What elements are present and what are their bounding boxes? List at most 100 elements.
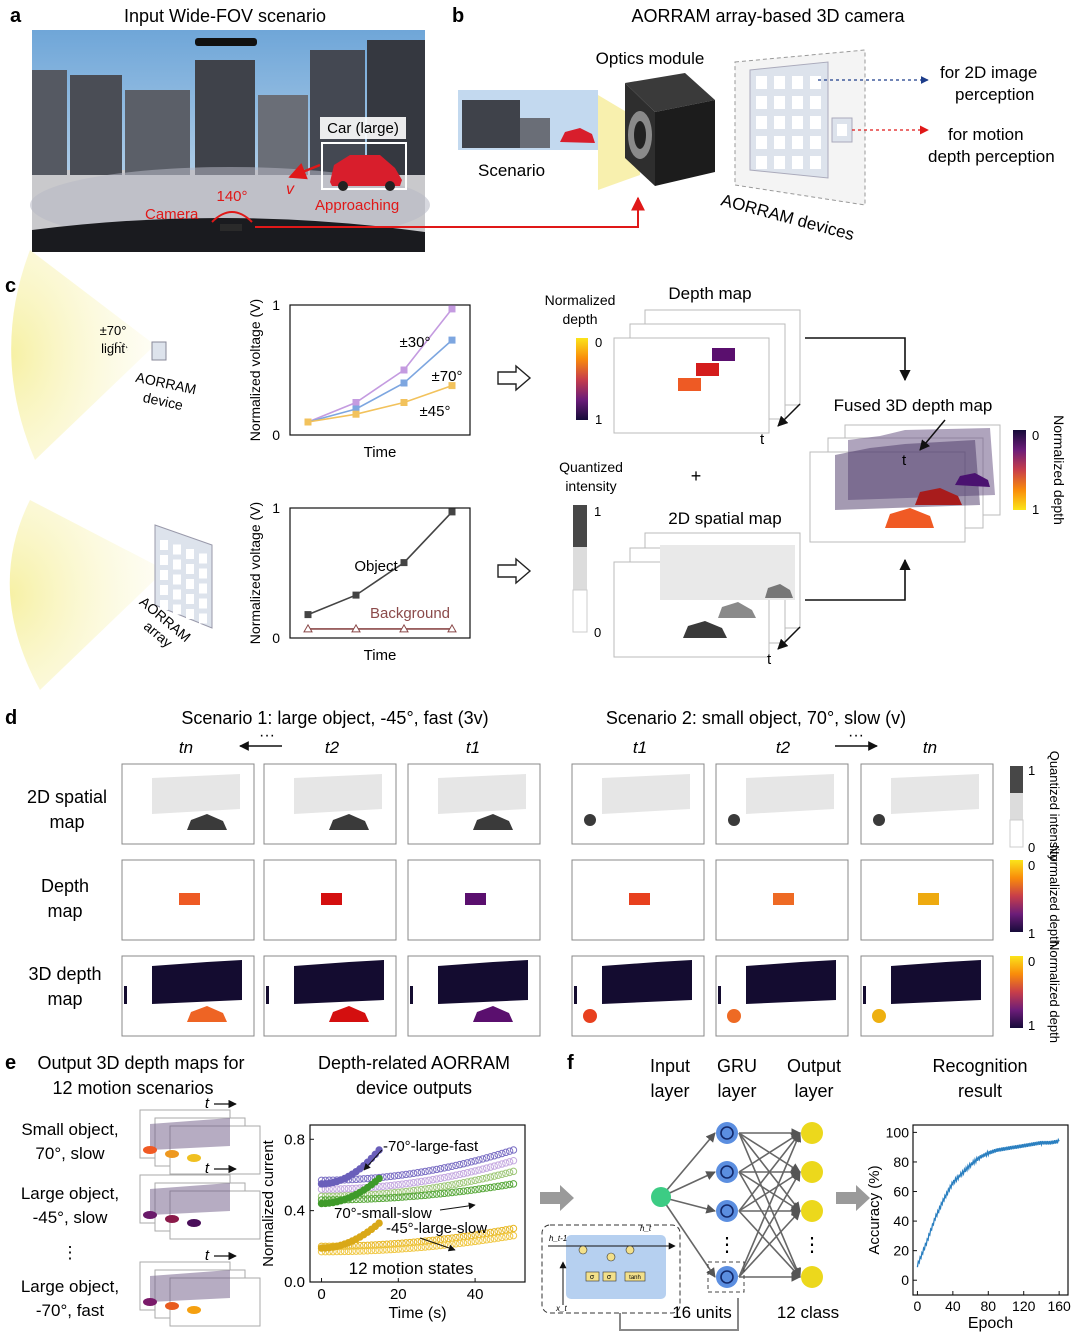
row1-label-2: map — [49, 812, 84, 832]
scatter-point — [386, 1194, 395, 1202]
d-bar3-bottom: 1 — [1028, 1018, 1035, 1033]
scatter-point — [448, 1162, 456, 1170]
output-neuron — [801, 1161, 823, 1183]
scatter-point — [459, 1187, 468, 1195]
scatter-point — [386, 1240, 395, 1248]
depth-patch — [773, 893, 794, 905]
time-left-2: t1 — [466, 738, 480, 757]
dark-buildings — [602, 960, 692, 1004]
scatter-point — [505, 1232, 514, 1240]
row2-label-2: map — [47, 901, 82, 921]
scatter-point — [363, 1195, 372, 1203]
array-cell — [810, 116, 821, 129]
background-buildings — [891, 774, 979, 814]
scatter-point — [486, 1173, 495, 1181]
scatter-point — [459, 1169, 468, 1178]
panel-c: c ±70° light AORRAM device AORRAM array … — [5, 250, 1067, 690]
scatter-point — [379, 1190, 387, 1198]
depth-colorbar-c — [576, 338, 588, 420]
gru-recurrent-icon — [720, 1204, 734, 1218]
car-silhouette — [329, 814, 369, 830]
scatter-point — [425, 1167, 433, 1175]
scatter-point — [479, 1175, 487, 1183]
time-right-2: tn — [923, 738, 937, 757]
scatter-point — [471, 1185, 479, 1194]
d-bar2-label: Normalized depth — [1047, 845, 1062, 947]
scatter-point — [452, 1180, 460, 1188]
small-object-silhouette — [728, 814, 740, 826]
scatter-point — [498, 1160, 506, 1168]
camera-label: Camera — [145, 206, 199, 223]
street-scene-image: Car (large) v 140° Camera Approaching — [30, 30, 430, 252]
scatter-point — [421, 1243, 429, 1251]
scatter-point — [406, 1238, 414, 1247]
scatter-point — [409, 1238, 418, 1246]
gru-unit-highlight — [707, 1261, 745, 1293]
approaching-label: Approaching — [315, 197, 399, 214]
y-tick-label: 0 — [272, 427, 280, 443]
edge-gru-output — [738, 1132, 802, 1278]
scatter-point — [390, 1193, 399, 1202]
e-scen3-2: -70°, fast — [36, 1301, 104, 1320]
aorram-devices-array — [734, 49, 866, 206]
scatter-point — [436, 1183, 445, 1191]
series-line — [307, 384, 453, 423]
array-cell — [173, 604, 181, 615]
array-cell — [173, 589, 181, 600]
scatter-point — [479, 1184, 487, 1193]
scatter-point — [413, 1169, 422, 1177]
scatter-point — [402, 1180, 410, 1188]
scatter-point — [502, 1181, 510, 1189]
scatter-point — [406, 1244, 414, 1252]
time-right-0: t1 — [633, 738, 647, 757]
scatter-point — [417, 1191, 426, 1200]
scatter-point — [505, 1147, 514, 1155]
aorram-array-icon — [154, 524, 213, 629]
t-label: t — [205, 1247, 210, 1264]
data-point — [400, 399, 408, 406]
series-label-30: ±30° — [400, 334, 431, 351]
scatter-point — [360, 1175, 368, 1183]
data-point — [400, 559, 408, 567]
velocity-label: v — [286, 181, 295, 198]
y-axis-label: Normalized voltage (V) — [247, 502, 263, 644]
scatter-point — [348, 1247, 356, 1255]
plus-sign: + — [691, 466, 702, 486]
time-right-1: t2 — [776, 738, 791, 757]
scatter-point — [413, 1238, 422, 1246]
panel-letter-c: c — [5, 275, 16, 297]
scatter-point — [417, 1177, 426, 1186]
scatter-point — [467, 1177, 475, 1185]
x-axis-label: Time — [364, 647, 397, 664]
scatter-point — [509, 1156, 518, 1165]
scatter-point — [502, 1148, 510, 1157]
moving-object — [165, 1215, 179, 1223]
array-cell — [186, 594, 194, 604]
scatter-point — [498, 1226, 506, 1235]
depth-t-label: t — [760, 431, 765, 448]
small-object-3d — [583, 1009, 597, 1023]
scatter-point — [429, 1190, 437, 1199]
scatter-point — [398, 1171, 406, 1179]
array-cell — [186, 549, 194, 559]
scatter-point — [463, 1178, 472, 1186]
moving-object — [143, 1211, 157, 1219]
scatter-point — [409, 1169, 418, 1178]
scatter-point — [390, 1181, 399, 1189]
background-buildings — [746, 774, 834, 814]
scatter-point — [505, 1158, 514, 1166]
scatter-point — [402, 1170, 410, 1179]
arrow2-line1: for motion — [948, 125, 1024, 144]
d-bar1-bottom: 0 — [1028, 840, 1035, 855]
scatter-point — [475, 1185, 483, 1193]
scatter-point — [456, 1160, 464, 1169]
data-point — [400, 366, 408, 374]
e-depth-stacks: ttt — [139, 1095, 261, 1327]
scatter-point — [383, 1194, 391, 1202]
gru-recurrent-icon — [720, 1270, 734, 1284]
scatter-point — [505, 1225, 514, 1233]
red-car-icon — [330, 155, 402, 186]
scatter-point — [463, 1186, 472, 1195]
scatter-point — [432, 1175, 441, 1183]
depth-bar-bottom: 1 — [595, 412, 602, 427]
